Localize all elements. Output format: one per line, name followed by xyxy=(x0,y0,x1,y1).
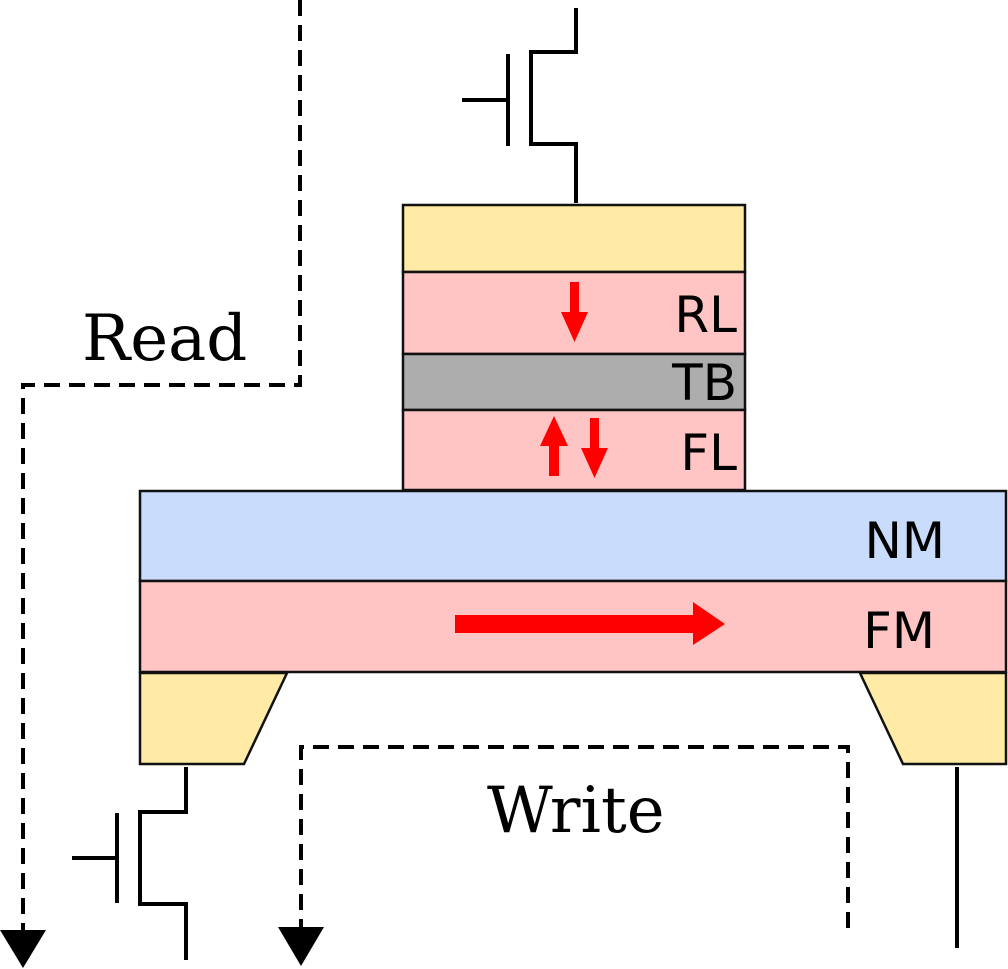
right-contact xyxy=(858,671,1008,766)
read-path-arrowhead-icon xyxy=(0,930,46,968)
ferromagnet-right-arrow-icon xyxy=(455,602,725,645)
free-layer xyxy=(401,408,747,492)
tunnel-barrier-label: TB xyxy=(671,354,737,412)
sot-bilayer: NM FM xyxy=(138,489,1008,674)
read-label: Read xyxy=(82,302,247,376)
ferromagnet-layer-label: FM xyxy=(863,602,935,660)
write-path-line xyxy=(299,745,850,930)
read-path-line xyxy=(21,0,302,935)
write-path: Write xyxy=(278,745,850,966)
write-label: Write xyxy=(487,774,665,848)
reference-layer-label: RL xyxy=(674,286,737,344)
nonmagnetic-layer xyxy=(138,489,1008,583)
free-layer-down-arrow-icon xyxy=(581,418,608,478)
write-path-arrowhead-icon xyxy=(278,927,324,966)
read-path: Read xyxy=(0,0,302,968)
free-layer-up-arrow-icon xyxy=(540,416,568,476)
reference-layer-down-arrow-icon xyxy=(561,282,588,342)
tunnel-barrier xyxy=(401,352,747,412)
top-access-transistor xyxy=(462,8,578,203)
nonmagnetic-layer-label: NM xyxy=(864,512,945,570)
mtj-stack: RL TB FL xyxy=(401,203,747,492)
bottom-left-access-transistor xyxy=(72,767,188,960)
free-layer-label: FL xyxy=(680,424,737,482)
top-electrode xyxy=(401,203,747,274)
left-contact xyxy=(138,671,289,766)
